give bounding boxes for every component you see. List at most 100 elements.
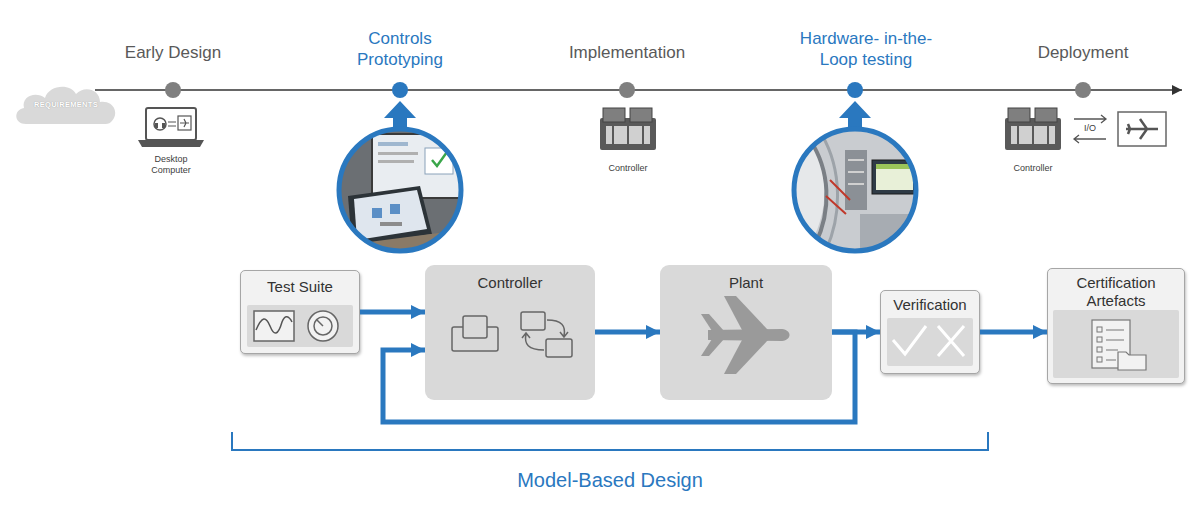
scope-bracket: [232, 432, 988, 450]
process-box: Controller: [425, 265, 595, 400]
icon-caption: Desktop Computer: [141, 154, 201, 176]
laptop-base: [138, 140, 204, 147]
ecu-rib: [1017, 126, 1019, 144]
photo-laptop-screen: [354, 190, 427, 240]
signal-line: [168, 126, 176, 127]
ecu-rib: [1047, 126, 1049, 144]
process-box: Certification Artefacts: [1047, 268, 1185, 384]
document-icon: [1097, 327, 1102, 332]
ecu-rib: [612, 126, 614, 144]
photo-detail: [380, 222, 402, 226]
hil-photo: [793, 128, 917, 252]
ecu-rib: [642, 126, 644, 144]
icon-caption: Controller: [578, 163, 678, 174]
photo-ring: [339, 129, 461, 251]
ecu-body: [600, 118, 656, 150]
phase-dot: [619, 82, 635, 98]
timeline-axis: [95, 89, 1182, 91]
process-box: Test Suite: [240, 270, 360, 354]
icon-panel: [247, 305, 353, 347]
airplane-wing: [724, 340, 768, 374]
aircraft-icon: [1126, 119, 1158, 139]
photo-detail: [876, 164, 913, 169]
state-transition: [522, 333, 544, 350]
io-label: I/O: [1070, 123, 1110, 134]
waveform-icon: [254, 311, 294, 341]
airplane-fuselage: [708, 329, 790, 341]
phase-label: Early Design: [73, 42, 273, 63]
photo-monitor: [372, 134, 462, 198]
headset-icon: [155, 123, 158, 128]
plane-mini-box: [178, 116, 191, 130]
io-arrow: [1074, 135, 1106, 143]
photo-detail: [822, 135, 838, 250]
scope-label: Model-Based Design: [460, 468, 760, 493]
phase-arrow: [384, 101, 416, 140]
process-box: Plant: [660, 265, 832, 400]
photo-background: [338, 128, 462, 252]
ecu-connector: [603, 108, 625, 122]
photo-detail: [810, 140, 826, 245]
flow-arrow: [980, 330, 1047, 335]
process-box: Verification: [880, 290, 980, 374]
plane-mini-icon: [180, 119, 189, 127]
photo-monitor-screen: [876, 164, 913, 190]
photo-bench: [860, 214, 917, 252]
waveform-icon: [256, 317, 292, 333]
photo-monitor: [872, 160, 917, 194]
knob-icon: [317, 320, 323, 326]
knob-icon: [308, 311, 338, 341]
document-icon: [1097, 347, 1102, 352]
state-transition: [547, 320, 568, 337]
photo-laptop: [348, 186, 432, 246]
block-icon: [452, 327, 498, 351]
photo-detail: [432, 152, 447, 166]
box-title: Test Suite: [263, 278, 337, 296]
photo-wires: [826, 180, 850, 214]
document-icon: [1092, 320, 1130, 368]
phase-label: Implementation: [527, 42, 727, 63]
airplane-wing: [724, 296, 768, 330]
icon-caption: Controller: [983, 163, 1083, 174]
photo-rack: [845, 150, 867, 210]
photo-engine: [793, 128, 825, 252]
folder-icon: [1118, 352, 1146, 370]
ecu-connector: [1008, 108, 1030, 122]
photo-ring: [794, 129, 916, 251]
box-title: Plant: [725, 274, 767, 292]
flow-arrow: [832, 330, 880, 335]
flow-arrow: [360, 310, 425, 315]
check-icon: [893, 326, 926, 354]
io-arrow: [1074, 115, 1106, 123]
icon-panel: [1053, 310, 1179, 378]
ecu-panel: [606, 126, 650, 144]
requirements-cloud: REQUIREMENTS: [12, 82, 120, 126]
cloud-shape: [16, 87, 115, 124]
phase-arrow: [839, 101, 871, 140]
ecu-connector: [630, 108, 652, 122]
photo-detail: [425, 148, 453, 174]
photo-detail: [378, 160, 414, 163]
headset-icon: [162, 123, 165, 128]
ecu-rib: [627, 126, 629, 144]
airplane-tail: [701, 314, 724, 331]
state-icon: [521, 312, 545, 330]
phase-label: Deployment: [983, 42, 1183, 63]
photo-detail: [378, 152, 418, 155]
cloud-label: REQUIREMENTS: [30, 100, 102, 109]
photo-detail: [848, 183, 864, 185]
photo-detail: [848, 159, 864, 161]
ecu-body: [1005, 118, 1061, 150]
document-icon: [1097, 357, 1102, 362]
phase-label: Hardware- in-the-Loop testing: [791, 28, 941, 70]
photo-detail: [378, 142, 408, 146]
document-icon: [1097, 337, 1102, 342]
aircraft-box: [1118, 112, 1166, 146]
state-icon: [546, 339, 572, 357]
photo-detail: [372, 208, 382, 218]
block-icon: [463, 316, 487, 338]
